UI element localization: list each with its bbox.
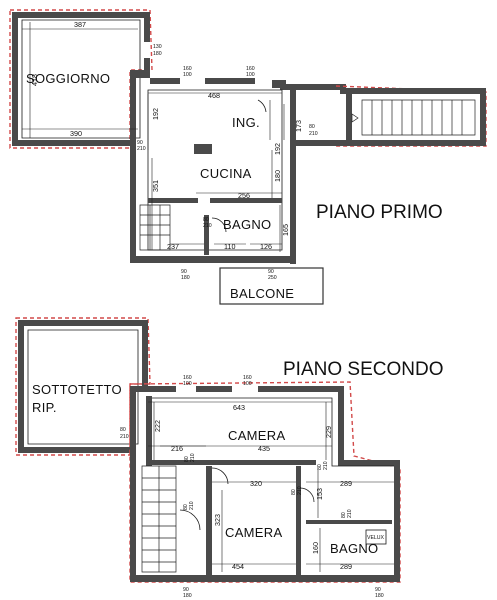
soggiorno-walls (9, 9, 153, 149)
piano-secondo-opening-labels: 80 210 80 210 80 210 80 210 80 210 80 21… (120, 375, 384, 599)
room-label-cucina: CUCINA (200, 166, 252, 181)
door-swing-camera-2 (211, 467, 229, 485)
opening-label: 210 (347, 509, 353, 518)
piano-primo-dimension-lines (22, 22, 285, 252)
room-label-bagno: BAGNO (330, 541, 378, 556)
opening-label: 80 (341, 512, 347, 518)
room-label-balcone: BALCONE (230, 286, 294, 301)
room-label-bagno: BAGNO (223, 217, 271, 232)
opening-label: 90 (268, 269, 274, 275)
room-label-camera-1: CAMERA (228, 428, 285, 443)
dim-label: 222 (153, 420, 162, 432)
piano-primo-stair-small (139, 204, 171, 251)
opening-label: 250 (268, 275, 277, 281)
opening-label: 160 (243, 375, 252, 381)
opening-label: 210 (323, 461, 329, 470)
dim-label: 126 (260, 242, 272, 251)
dim-label: 435 (258, 444, 270, 453)
opening-label: 130 (153, 44, 162, 50)
opening-label: 100 (243, 381, 252, 387)
kitchen-block-walls (130, 70, 346, 264)
dim-label: 289 (340, 479, 352, 488)
floor-plan-piano-secondo: SOTTOTETTO RIP. CAMERA CAMERA BAGNO VELU… (15, 317, 443, 599)
opening-label: 180 (375, 593, 384, 599)
secondo-main-walls (129, 381, 401, 583)
door-swing-bagno (299, 487, 315, 503)
floor-title-piano-secondo: PIANO SECONDO (283, 359, 443, 380)
opening-label: 80 (120, 427, 126, 433)
room-label-ingresso: ING. (232, 115, 260, 130)
opening-label: 180 (153, 51, 162, 57)
opening-label: 80 (317, 464, 323, 470)
dim-label: 387 (74, 20, 86, 29)
opening-label: 80 (203, 217, 209, 223)
dim-label: 320 (250, 479, 262, 488)
dim-label: 110 (224, 242, 235, 251)
opening-label: 210 (190, 453, 196, 462)
balcone-outline (219, 267, 324, 305)
opening-label: 90 (183, 587, 189, 593)
dim-label: 160 (311, 542, 320, 554)
piano-secondo-staircase (141, 465, 177, 573)
opening-label: 80 (183, 504, 189, 510)
dim-label: 153 (315, 488, 324, 500)
dim-label: 454 (232, 562, 244, 571)
dim-label: 192 (273, 143, 282, 155)
dim-label: 229 (324, 426, 333, 438)
opening-label: 160 (183, 375, 192, 381)
door-swing-ing (257, 99, 267, 113)
opening-label: 100 (183, 72, 192, 78)
dim-label: 390 (70, 129, 82, 138)
velux-box (365, 529, 387, 545)
dim-label: 323 (213, 514, 222, 526)
room-label-sottotetto: SOTTOTETTO (32, 382, 122, 397)
piano-primo-opening-labels: 130 180 90 210 160 100 160 100 80 210 80… (137, 44, 318, 281)
opening-label: 80 (309, 124, 315, 130)
opening-label: 100 (246, 72, 255, 78)
door-swing-camera-1 (179, 509, 201, 531)
dim-label: 237 (167, 242, 179, 251)
opening-label: 80 (291, 489, 297, 495)
dim-label: 165 (281, 224, 290, 236)
opening-label: 180 (183, 593, 192, 599)
dim-label: 256 (238, 191, 250, 200)
piano-primo-staircase (320, 85, 487, 147)
opening-label: 210 (203, 223, 212, 229)
piano-secondo-dimension-lines (148, 401, 394, 572)
opening-label: 210 (309, 131, 318, 137)
opening-label: 210 (137, 146, 146, 152)
dim-label: 180 (273, 170, 282, 182)
opening-label: 90 (181, 269, 187, 275)
dim-label: 468 (208, 91, 220, 100)
dim-label: 643 (233, 403, 245, 412)
opening-label: 210 (189, 501, 195, 510)
opening-label: 210 (297, 486, 303, 495)
room-label-rip: RIP. (32, 400, 57, 415)
opening-label: 80 (184, 456, 190, 462)
floor-plan-piano-primo: SOGGIORNO ING. CUCINA BAGNO BALCONE PIAN… (9, 9, 487, 305)
dim-label: 216 (171, 444, 183, 453)
floor-title-piano-primo: PIANO PRIMO (316, 202, 443, 223)
opening-label: 160 (183, 66, 192, 72)
piano-secondo-dimension-labels: 643 222 229 216 435 320 289 153 323 454 … (153, 403, 352, 571)
dim-label: 351 (151, 180, 160, 192)
opening-label: 90 (137, 140, 143, 146)
opening-label: 160 (246, 66, 255, 72)
dim-label: 418 (30, 74, 39, 86)
dim-label: 289 (340, 562, 352, 571)
opening-label: 180 (181, 275, 190, 281)
dim-label: 192 (151, 108, 160, 120)
dim-label: 173 (294, 120, 303, 132)
door-swing-bagno (211, 217, 227, 233)
opening-label: 90 (375, 587, 381, 593)
room-label-soggiorno: SOGGIORNO (26, 71, 110, 86)
room-label-camera-2: CAMERA (225, 525, 282, 540)
piano-primo-dimension-labels: 387 418 390 468 192 173 192 180 351 256 … (30, 20, 303, 251)
opening-label: 210 (120, 434, 129, 440)
velux-label: VELUX (367, 535, 385, 541)
opening-label: 100 (183, 381, 192, 387)
